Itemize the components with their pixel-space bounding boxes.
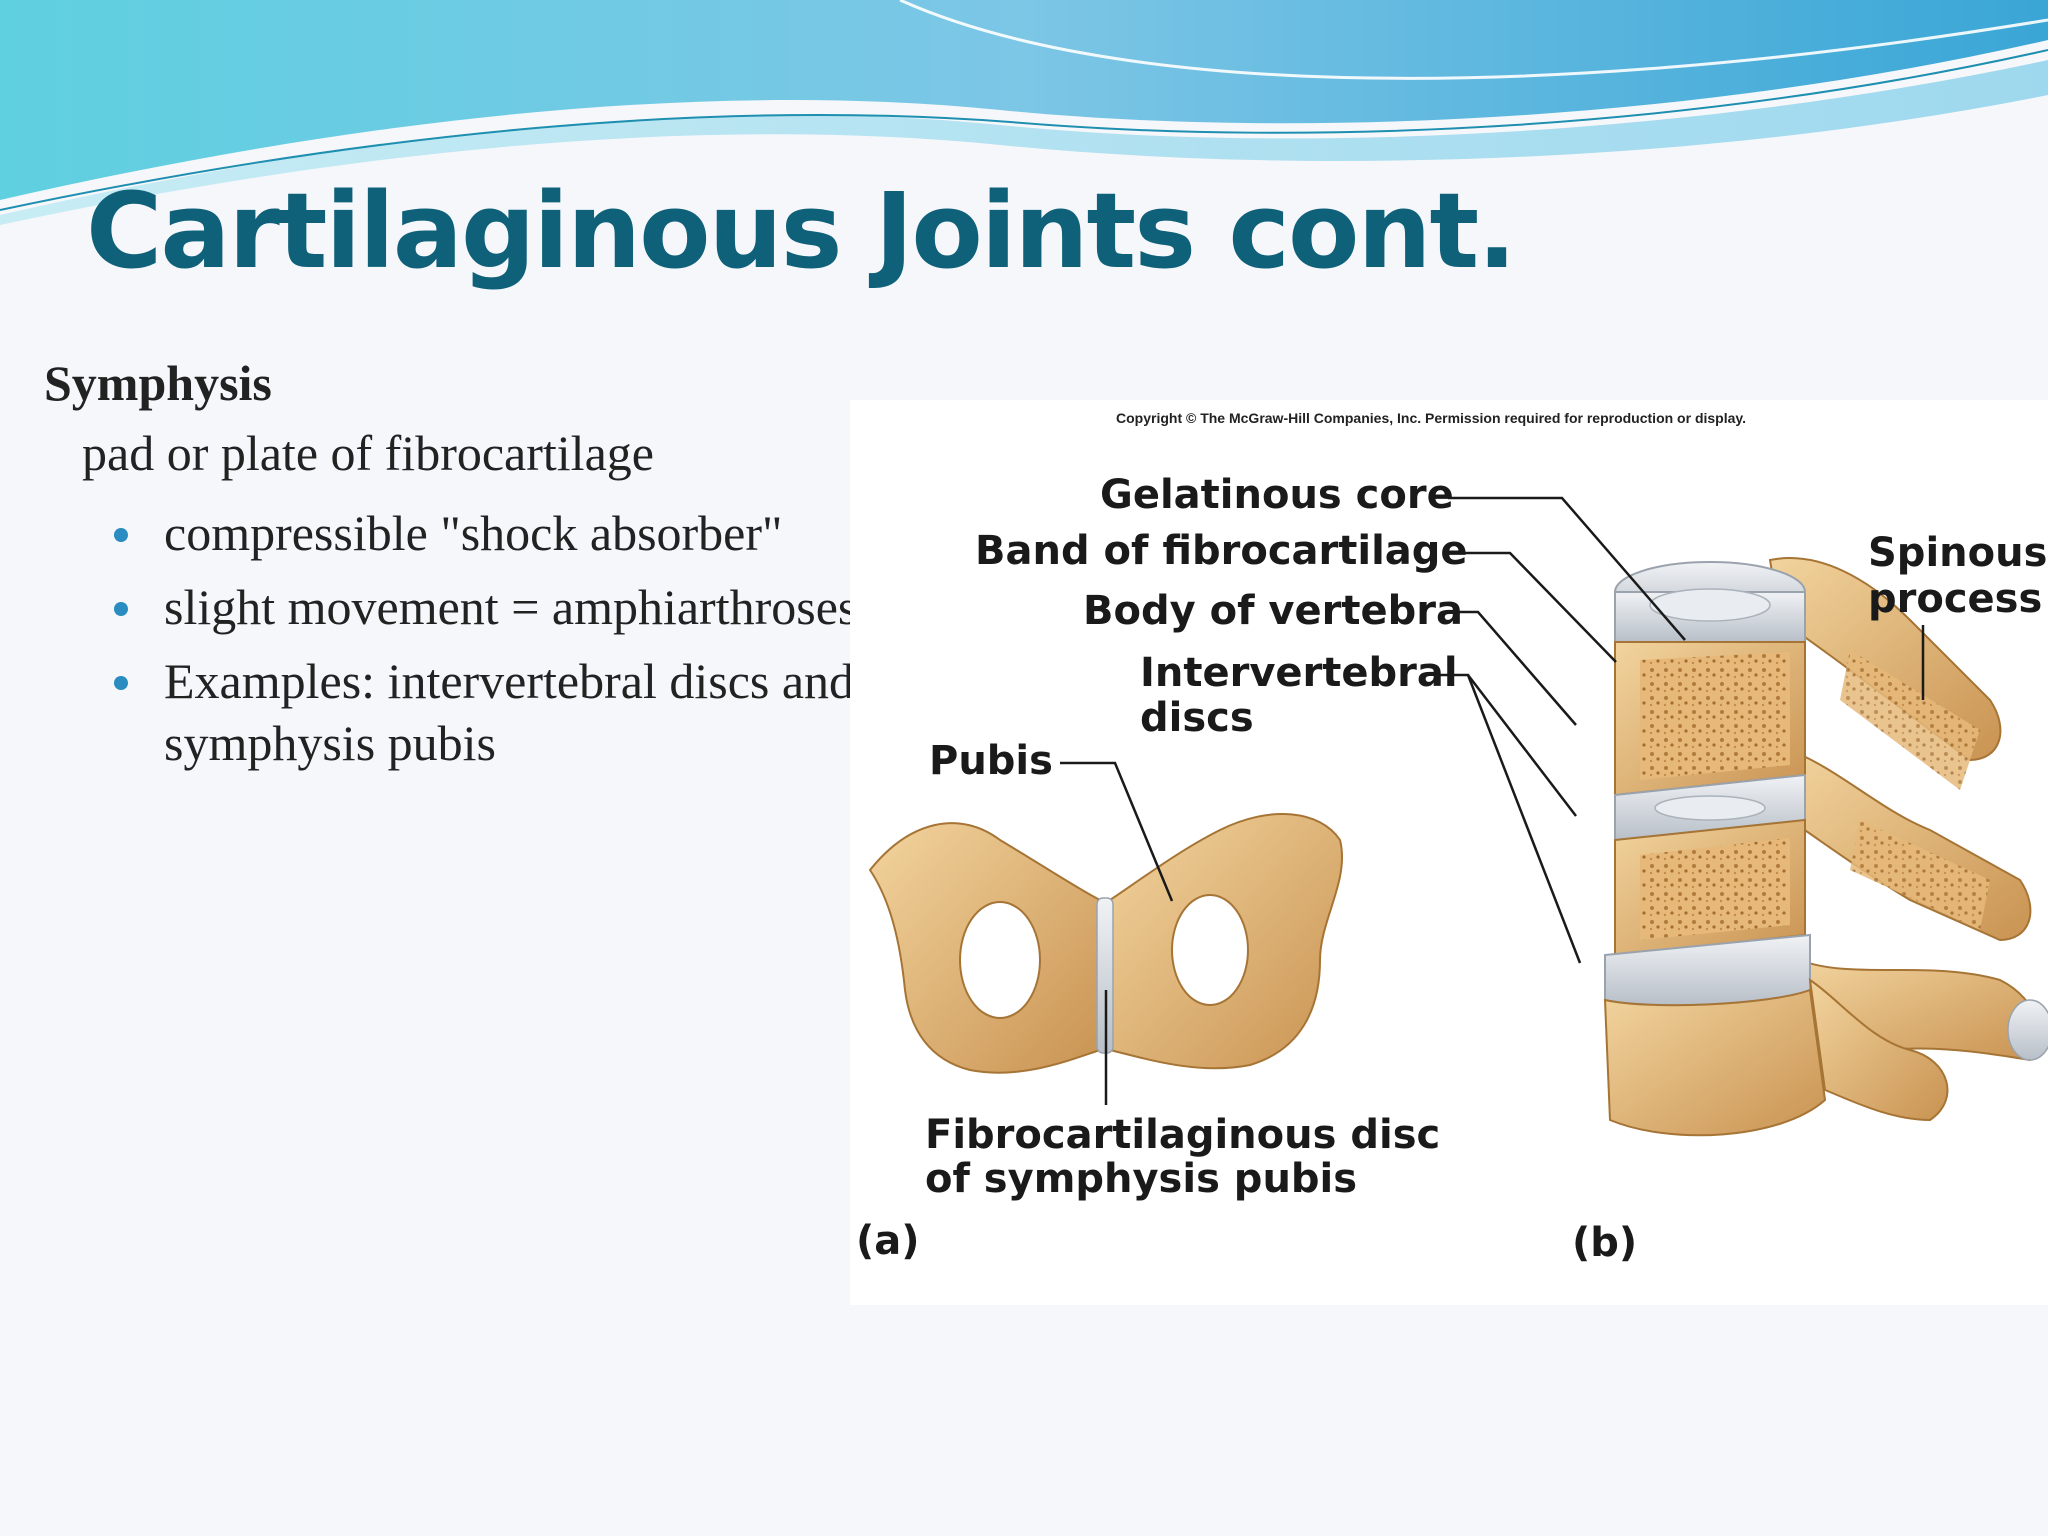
label-of-symphysis-pubis: of symphysis pubis [925,1156,1358,1202]
copyright-notice: Copyright © The McGraw-Hill Companies, I… [1116,410,1747,426]
section-subline: pad or plate of fibrocartilage [82,425,654,481]
bullet-list: compressible "shock absorber" slight mov… [44,502,944,774]
bullet-dot-icon [114,602,128,616]
label-pubis: Pubis [929,738,1053,784]
label-gelatinous-core: Gelatinous core [1100,472,1454,518]
header-wave-decoration [0,0,2048,225]
pubis-illustration [868,813,1343,1074]
bullet-text: Examples: intervertebral discs and symph… [164,653,855,771]
vertebral-column-illustration [1603,557,2048,1137]
bullet-dot-icon [114,676,128,690]
panel-label-b: (b) [1572,1220,1638,1266]
leader-lines [1060,496,1925,1105]
label-fibrocartilaginous-disc: Fibrocartilaginous disc [925,1112,1441,1158]
label-process: process [1868,576,2043,622]
anatomy-figure: Copyright © The McGraw-Hill Companies, I… [850,400,2048,1305]
bullet-dot-icon [114,528,128,542]
bullet-item: compressible "shock absorber" [44,502,944,564]
anatomy-illustration [868,496,2048,1137]
slide-title: Cartilaginous Joints cont. [86,170,1517,292]
bullet-item: slight movement = amphiarthroses [44,576,944,638]
label-body-of-vertebra: Body of vertebra [1083,588,1463,634]
section-heading: Symphysis [44,355,272,411]
bullet-text: compressible "shock absorber" [164,505,783,561]
label-discs: discs [1140,695,1254,741]
bullet-item: Examples: intervertebral discs and symph… [44,650,884,774]
label-intervertebral: Intervertebral [1140,650,1458,696]
panel-label-a: (a) [856,1218,920,1264]
slide-body: Symphysis pad or plate of fibrocartilage… [44,350,944,774]
bullet-text: slight movement = amphiarthroses [164,579,858,635]
label-band-of-fibrocartilage: Band of fibrocartilage [975,528,1468,574]
label-spinous: Spinous [1868,530,2048,576]
